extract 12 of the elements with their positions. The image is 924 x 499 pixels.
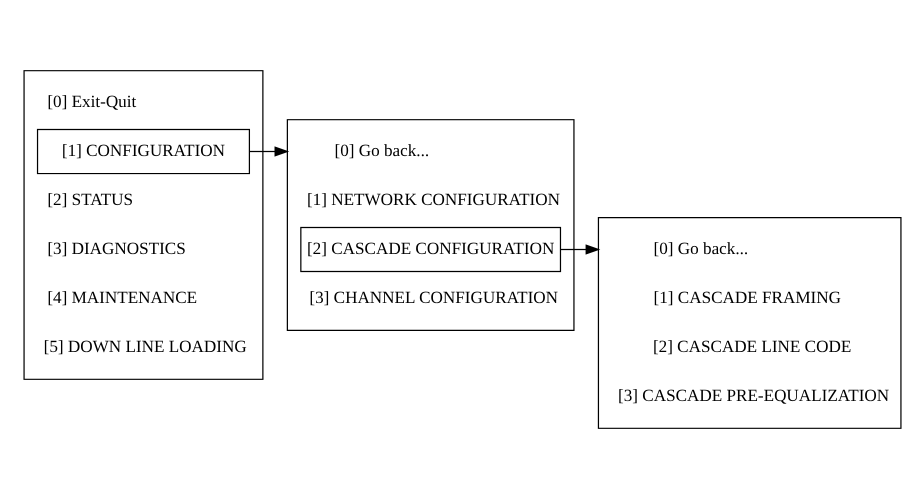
node-text: [3] CASCADE PRE-EQUALIZATION bbox=[618, 386, 889, 405]
node-text: [3] DIAGNOSTICS bbox=[46, 239, 186, 258]
node-text: [5] DOWN LINE LOADING bbox=[43, 337, 246, 356]
node-text: [4] MAINTENANCE bbox=[46, 288, 197, 308]
node-text: [1] CASCADE FRAMING bbox=[653, 288, 841, 308]
node-text: [0] Exit-Quit bbox=[46, 92, 136, 112]
node-text: [3] CHANNEL CONFIGURATION bbox=[308, 288, 558, 308]
node-text: [2] STATUS bbox=[46, 190, 133, 210]
node-text: [0] Go back... bbox=[334, 141, 429, 160]
node-text: [1] NETWORK CONFIGURATION bbox=[306, 190, 560, 210]
node-text: [0] Go back... bbox=[653, 239, 748, 258]
node-text: [2] CASCADE LINE CODE bbox=[652, 337, 851, 356]
